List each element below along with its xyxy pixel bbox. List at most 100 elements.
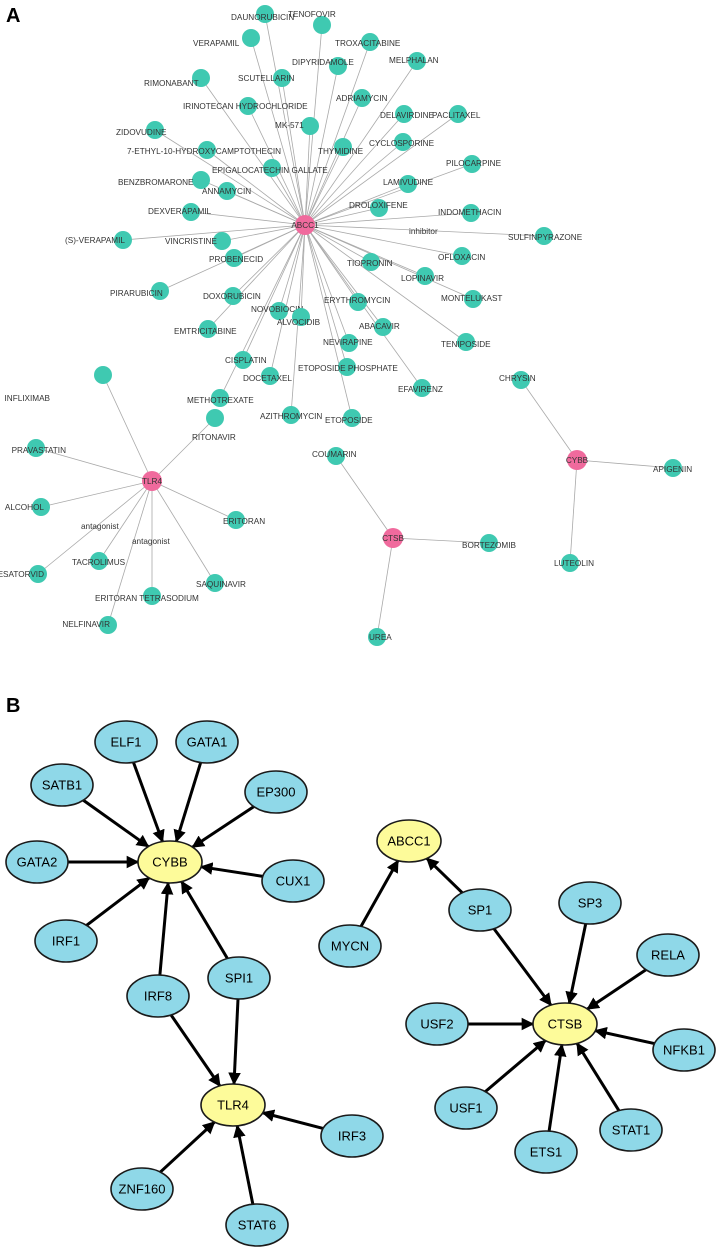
tf-node-label: SP3 [578, 896, 603, 911]
gene-node-label: CYBB [566, 456, 589, 465]
edge-indomethacin-abcc1 [304, 212, 472, 226]
drug-node-thymidine: THYMIDINE [318, 138, 364, 156]
drug-node-ofloxacin: OFLOXACIN [438, 247, 485, 265]
drug-node-label: VERAPAMIL [193, 39, 240, 48]
edge-adriamycin-abcc1 [304, 97, 363, 226]
drug-node-label: APIGENIN [653, 465, 692, 474]
edge-znf160-tlr4 [159, 1121, 216, 1174]
drug-node-circle [218, 182, 236, 200]
drug-node-pirarubicin: PIRARUBICIN [110, 282, 169, 300]
tf-node-ellipse [34, 919, 98, 963]
target-node-ellipse [200, 1083, 266, 1127]
drug-node-circle [362, 253, 380, 271]
drug-node-circle [227, 511, 245, 529]
tf-node-ellipse [599, 1108, 663, 1152]
drug-node-saquinavir: SAQUINAVIR [196, 574, 246, 592]
drug-node-label: LOPINAVIR [401, 274, 444, 283]
edge-spi1-tlr4 [228, 998, 241, 1086]
gene-node-tlr4: TLR4 [142, 471, 162, 491]
drug-node-circle [462, 204, 480, 222]
drug-node-benzbromarone: BENZBROMARONE [118, 171, 210, 189]
edge-rimonabant-abcc1 [200, 77, 306, 226]
drug-node-label: LUTEOLIN [554, 559, 594, 568]
edge-annamycin-abcc1 [226, 190, 306, 226]
drug-node-label: DOXORUBICIN [203, 292, 261, 301]
drug-node-circle [94, 366, 112, 384]
edge-ets1-ctsb [547, 1043, 567, 1132]
tf-node-label: USF2 [420, 1017, 453, 1032]
edge-vincristine-abcc1 [221, 224, 306, 242]
drug-node-circle [114, 231, 132, 249]
tf-node-label: EP300 [256, 785, 295, 800]
drug-node-circle [263, 159, 281, 177]
edge-apigenin-cybb [576, 459, 674, 469]
drug-node-circle [242, 29, 260, 47]
drug-node-label: AZITHROMYCIN [260, 412, 322, 421]
drug-node-label: TROXACITABINE [335, 39, 401, 48]
edge-label-antagonist-1: antagonist [81, 522, 120, 531]
edge-eritoran-tlr4 [151, 480, 237, 521]
drug-node-coumarin: COUMARIN [312, 447, 357, 465]
drug-node-label: RITONAVIR [192, 433, 236, 442]
drug-node-alcohol: ALCOHOL [5, 498, 50, 516]
target-node-tlr4: TLR4 [200, 1083, 266, 1127]
edge-elf1-cybb [132, 761, 165, 843]
drug-node-label: NEVIRAPINE [323, 338, 373, 347]
target-node-ellipse [137, 840, 203, 884]
drug-node-label: INFLIXIMAB [5, 394, 51, 403]
drug-node-lopinavir: LOPINAVIR [401, 267, 444, 285]
drug-node-s-verapamil: (S)-VERAPAMIL [65, 231, 132, 249]
gene-node-circle [295, 215, 315, 235]
drug-node-label: ADRIAMYCIN [336, 94, 387, 103]
drug-node-troxacitabine: TROXACITABINE [335, 33, 401, 51]
tf-node-label: NFKB1 [663, 1043, 705, 1058]
drug-node-label: EMTRICITABINE [174, 327, 237, 336]
drug-node-circle [143, 587, 161, 605]
tf-node-label: IRF3 [338, 1129, 366, 1144]
drug-node-dexverapamil: DEXVERAPAMIL [148, 203, 212, 221]
edge-cyclosporine-abcc1 [304, 141, 404, 226]
drug-node-label: 7-ETHYL-10-HYDROXYCAMPTOTHECIN [127, 147, 281, 156]
drug-node-label: UREA [369, 633, 392, 642]
drug-node-circle [32, 498, 50, 516]
tf-node-gata2: GATA2 [5, 840, 69, 884]
drug-node-label: SULFINPYRAZONE [508, 233, 583, 242]
tf-node-label: ELF1 [110, 735, 141, 750]
edge-rela-ctsb [586, 968, 647, 1011]
drug-node-mk-571: MK-571 [275, 117, 319, 135]
tf-node-label: USF1 [449, 1101, 482, 1116]
drug-node-circle [408, 52, 426, 70]
tf-node-label: ZNF160 [119, 1182, 166, 1197]
drug-node-circle [395, 105, 413, 123]
edge-dipyridamole-abcc1 [304, 65, 339, 226]
tf-node-label: STAT1 [612, 1123, 651, 1138]
edge-infliximab-tlr4 [102, 374, 153, 482]
drug-node-label: VINCRISTINE [165, 237, 217, 246]
drug-node-circle [374, 318, 392, 336]
drug-node-circle [151, 282, 169, 300]
tf-node-ellipse [405, 1002, 469, 1046]
drug-node-label: BORTEZOMIB [462, 541, 517, 550]
drug-node-circle [225, 249, 243, 267]
drug-node-zidovudine: ZIDOVUDINE [116, 121, 167, 139]
target-node-label: TLR4 [217, 1098, 249, 1113]
drug-node-circle [192, 171, 210, 189]
panel-b-edges [68, 761, 655, 1205]
tf-node-cux1: CUX1 [261, 859, 325, 903]
tf-node-ellipse [514, 1130, 578, 1174]
drug-node-etoposide-phosphate: ETOPOSIDE PHOSPHATE [298, 358, 398, 376]
edge-troxacitabine-abcc1 [304, 41, 371, 226]
drug-node-paclitaxel: PACLITAXEL [432, 105, 481, 123]
tf-node-irf8: IRF8 [126, 974, 190, 1018]
drug-node-label: PRAVASTATIN [12, 446, 67, 455]
drug-node-tiopronin: TIOPRONIN [347, 253, 393, 271]
drug-node-emtricitabine: EMTRICITABINE [174, 320, 237, 338]
edge-resatorvid-tlr4 [37, 480, 153, 575]
drug-node-circle [349, 293, 367, 311]
drug-node-methotrexate: METHOTREXATE [187, 389, 254, 407]
drug-node-label: EPIGALOCATECHIN GALLATE [212, 166, 328, 175]
drug-node-eritoran: ERITORAN [223, 511, 265, 529]
edge-saquinavir-tlr4 [151, 480, 216, 584]
drug-node-circle [361, 33, 379, 51]
